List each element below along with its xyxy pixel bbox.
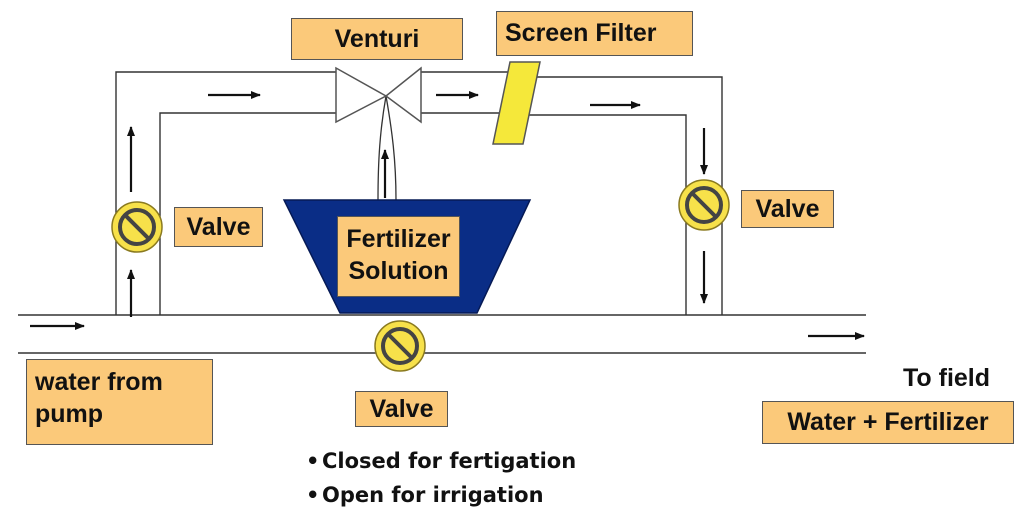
- valve-left-icon: [111, 201, 163, 253]
- note-closed-text: Closed for fertigation: [322, 449, 577, 473]
- valve-bottom-icon: [374, 320, 426, 372]
- siphon-tube: [377, 95, 397, 201]
- valve-right-label: Valve: [741, 190, 834, 228]
- water-fertilizer-label: Water + Fertilizer: [762, 401, 1014, 444]
- note-closed: •Closed for fertigation: [306, 449, 576, 473]
- water-from-pump-label: water from pump: [26, 359, 213, 445]
- valve-bottom-label: Valve: [355, 391, 448, 427]
- screen-filter-icon: [492, 61, 541, 145]
- water-label-line2: pump: [35, 400, 104, 428]
- note-open-text: Open for irrigation: [322, 483, 544, 507]
- main-pipe: [18, 314, 866, 354]
- bullet-icon: •: [306, 449, 320, 473]
- to-field-label: To field: [903, 364, 991, 392]
- valve-right-icon: [678, 179, 730, 231]
- flow-arrows: [30, 91, 865, 340]
- screen-filter-label: Screen Filter: [496, 11, 693, 56]
- valve-left-label: Valve: [174, 207, 263, 247]
- note-open: •Open for irrigation: [306, 483, 544, 507]
- fertilizer-label-line1: Fertilizer: [346, 225, 451, 253]
- venturi-label: Venturi: [291, 18, 463, 60]
- water-label-line1: water from: [35, 368, 163, 396]
- bullet-icon: •: [306, 483, 320, 507]
- fertilizer-solution-label: Fertilizer Solution: [337, 216, 460, 297]
- venturi-icon: [335, 66, 422, 124]
- fertilizer-label-line2: Solution: [348, 257, 449, 285]
